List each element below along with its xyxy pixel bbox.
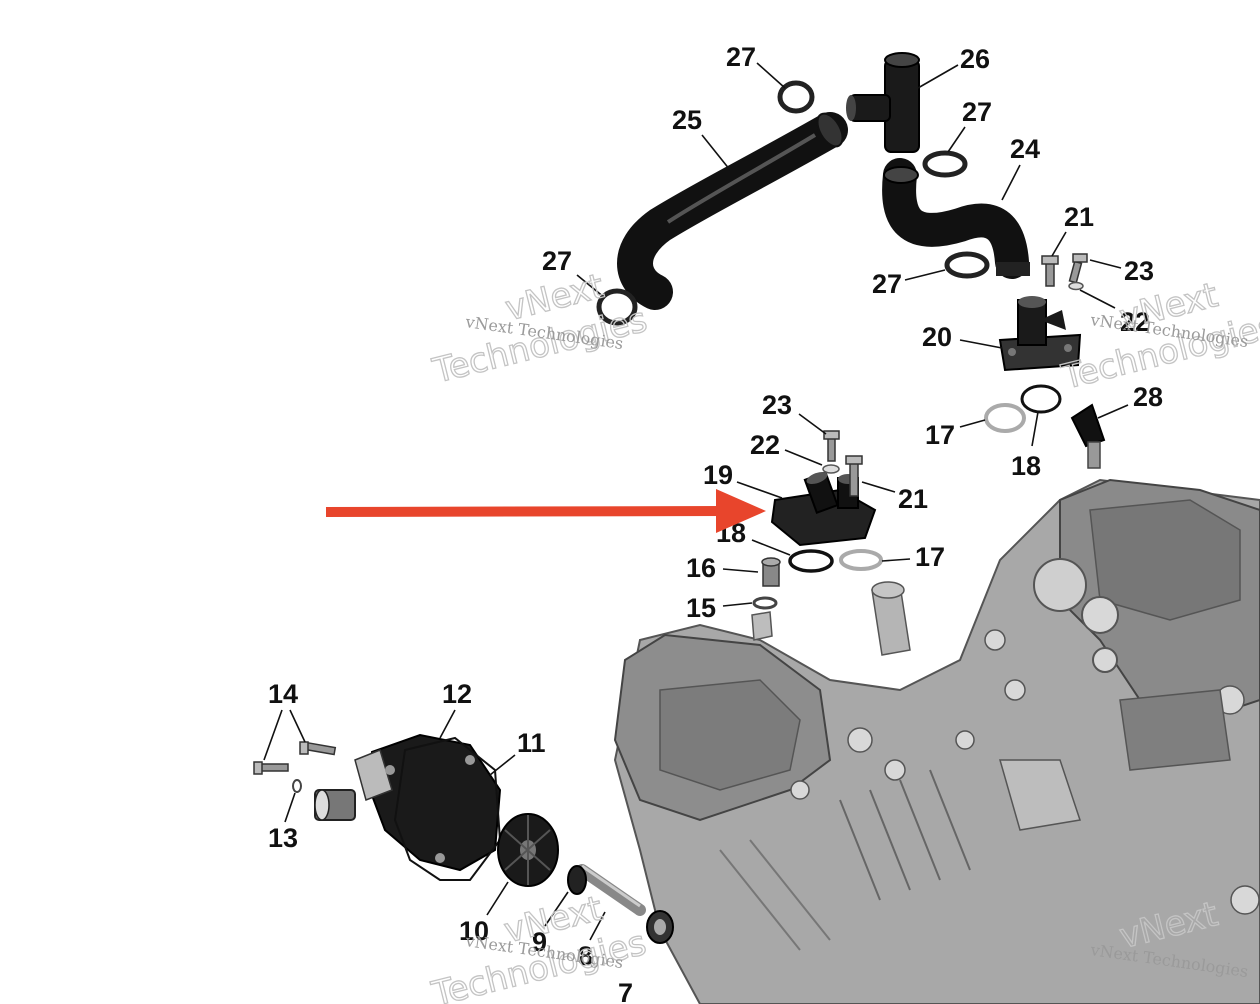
callout-10: 10 <box>459 916 489 946</box>
bolt-14-a <box>253 761 289 775</box>
bolt-23-right <box>1068 253 1088 284</box>
washer-22-right <box>1068 281 1084 291</box>
gasket-17-right <box>984 403 1026 433</box>
clamp-27-top <box>777 80 815 114</box>
callout-28: 28 <box>1133 382 1163 412</box>
red-arrow-pointer <box>325 489 766 533</box>
thermostat-housing-20 <box>998 296 1082 372</box>
callout-27: 27 <box>872 269 902 299</box>
bolt-23-center <box>823 430 840 462</box>
callout-20: 20 <box>922 322 952 352</box>
hose-24 <box>882 158 1030 279</box>
oring-18-center <box>788 549 834 573</box>
callout-14: 14 <box>268 679 298 709</box>
callout-21: 21 <box>898 484 928 514</box>
callout-7: 7 <box>618 978 633 1004</box>
callout-16: 16 <box>686 553 716 583</box>
clamp-27-left <box>596 288 638 326</box>
fitting-26 <box>846 52 920 153</box>
callout-27: 27 <box>542 246 572 276</box>
callout-17: 17 <box>925 420 955 450</box>
sensor-28 <box>1070 403 1106 469</box>
callout-18: 18 <box>1011 451 1041 481</box>
callout-22: 22 <box>750 430 780 460</box>
callout-13: 13 <box>268 823 298 853</box>
callout-19: 19 <box>703 460 733 490</box>
impeller-10 <box>497 813 559 887</box>
gasket-11 <box>393 736 502 881</box>
engine-block <box>613 478 1260 1004</box>
callout-17: 17 <box>915 542 945 572</box>
callout-15: 15 <box>686 593 716 623</box>
bolt-21-center <box>845 455 863 497</box>
oring-13 <box>292 779 302 793</box>
callout-27: 27 <box>726 42 756 72</box>
bolt-14-b <box>299 741 337 756</box>
callout-11: 11 <box>517 728 546 758</box>
water-outlet-19 <box>770 470 877 547</box>
callout-8: 8 <box>578 941 593 971</box>
clamp-27-upper-right <box>922 150 968 178</box>
callout-23: 23 <box>762 390 792 420</box>
callout-23: 23 <box>1124 256 1154 286</box>
callout-22: 22 <box>1120 307 1150 337</box>
plug-16 <box>761 557 781 587</box>
callout-27: 27 <box>962 97 992 127</box>
callout-12: 12 <box>442 679 472 709</box>
leader-lines <box>263 62 1129 941</box>
callout-9: 9 <box>532 927 547 957</box>
washer-22-center <box>822 464 840 474</box>
callout-numbers: 27 26 25 27 24 27 27 21 23 22 20 17 18 2… <box>268 42 1163 1004</box>
gasket-17-center <box>839 549 883 571</box>
callout-21: 21 <box>1064 202 1094 232</box>
seal-7 <box>646 910 674 944</box>
callout-26: 26 <box>960 44 990 74</box>
bolt-21-right <box>1041 255 1059 287</box>
washer-15 <box>752 596 778 610</box>
shaft-8 <box>576 864 646 916</box>
clamp-27-lower-right <box>944 251 990 279</box>
oring-18-right <box>1020 384 1062 414</box>
gear-9 <box>567 865 587 895</box>
pump-cover-12 <box>314 733 502 872</box>
hose-25 <box>617 112 848 310</box>
callout-24: 24 <box>1010 134 1040 164</box>
callout-25: 25 <box>672 105 702 135</box>
